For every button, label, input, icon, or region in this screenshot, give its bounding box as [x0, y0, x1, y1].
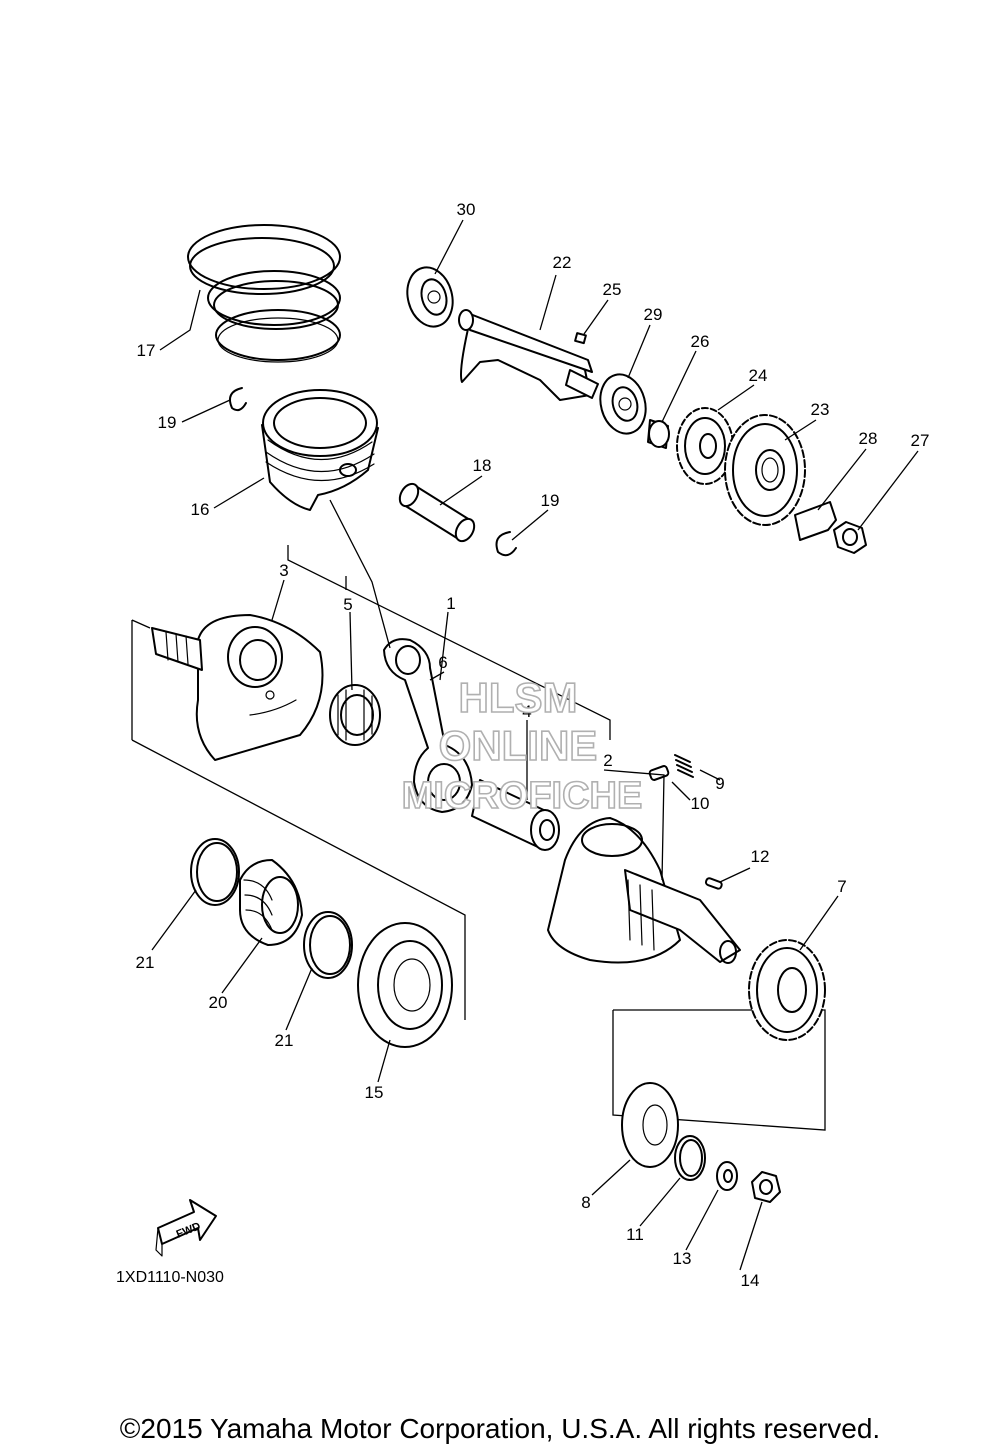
plate-8: [621, 1082, 679, 1168]
circlip-21b: [303, 911, 353, 979]
callout-19-right: 19: [541, 491, 560, 510]
callout-24: 24: [749, 366, 768, 385]
crank-assembly-box-3: [131, 545, 611, 1020]
callout-17: 17: [137, 341, 156, 360]
woodruff-key: [704, 877, 723, 890]
connecting-rod: [383, 638, 473, 813]
piston-pin-clip-right: [495, 531, 517, 557]
crank-web-left: [151, 614, 324, 761]
callout-26: 26: [691, 332, 710, 351]
callout-7: 7: [837, 877, 846, 896]
balancer-bearing-30: [406, 266, 454, 328]
callout-29: 29: [644, 305, 663, 324]
needle-bearing: [329, 684, 381, 746]
bearing-15: [357, 922, 453, 1048]
callout-22: 22: [553, 253, 572, 272]
collar-26: [647, 419, 670, 449]
balancer-key: [574, 332, 587, 345]
callout-23: 23: [811, 400, 830, 419]
callout-12: 12: [751, 847, 770, 866]
piston-rings: [187, 224, 341, 363]
primary-drive-gear: [748, 939, 826, 1041]
watermark-line2: ONLINE: [439, 722, 598, 769]
callout-5: 5: [343, 595, 352, 614]
fwd-arrow-icon: FWD: [155, 1199, 217, 1257]
copyright: ©2015 Yamaha Motor Corporation, U.S.A. A…: [120, 1413, 880, 1444]
callout-9: 9: [715, 774, 724, 793]
callout-15: 15: [365, 1083, 384, 1102]
oil-seal-20: [239, 859, 303, 946]
callout-3: 3: [279, 561, 288, 580]
callout-19-left: 19: [158, 413, 177, 432]
bearing-29: [599, 373, 647, 435]
spring: [674, 754, 694, 778]
callout-28: 28: [859, 429, 878, 448]
watermark-line3: MICROFICHE: [402, 775, 643, 817]
callout-21-right: 21: [275, 1031, 294, 1050]
callout-25: 25: [603, 280, 622, 299]
balancer-shaft: [458, 309, 599, 401]
callout-13: 13: [673, 1249, 692, 1268]
callout-21-left: 21: [136, 953, 155, 972]
diagram-code: 1XD1110-N030: [116, 1269, 224, 1286]
lock-washer-28: [794, 501, 837, 541]
piston: [261, 389, 379, 511]
callout-14: 14: [741, 1271, 760, 1290]
crank-pin: [471, 779, 560, 851]
gear-23: [724, 414, 806, 526]
callout-16: 16: [191, 500, 210, 519]
callout-4: 4: [522, 702, 531, 721]
callout-30: 30: [457, 200, 476, 219]
callout-labels: 30 22 25 29 26 24 23 28 27 17 19 16 18 1…: [136, 200, 930, 1290]
plunger: [648, 765, 670, 781]
circlip-11: [674, 1135, 706, 1181]
nut-14: [751, 1171, 781, 1203]
watermark: HLSM ONLINE MICROFICHE: [401, 673, 643, 818]
callout-8: 8: [581, 1193, 590, 1212]
callout-27: 27: [911, 431, 930, 450]
piston-pin-clip-left: [229, 387, 247, 412]
watermark-line1: HLSM: [459, 674, 578, 721]
callout-2: 2: [603, 751, 612, 770]
callout-20: 20: [209, 993, 228, 1012]
callout-18: 18: [473, 456, 492, 475]
callout-6: 6: [438, 653, 447, 672]
piston-pin: [398, 482, 476, 543]
callout-1: 1: [446, 594, 455, 613]
circlip-21a: [190, 838, 240, 906]
crank-web-right: [547, 817, 741, 964]
leader-lines: [151, 219, 919, 1271]
washer-13: [716, 1161, 738, 1191]
callout-10: 10: [691, 794, 710, 813]
callout-11: 11: [626, 1225, 644, 1244]
